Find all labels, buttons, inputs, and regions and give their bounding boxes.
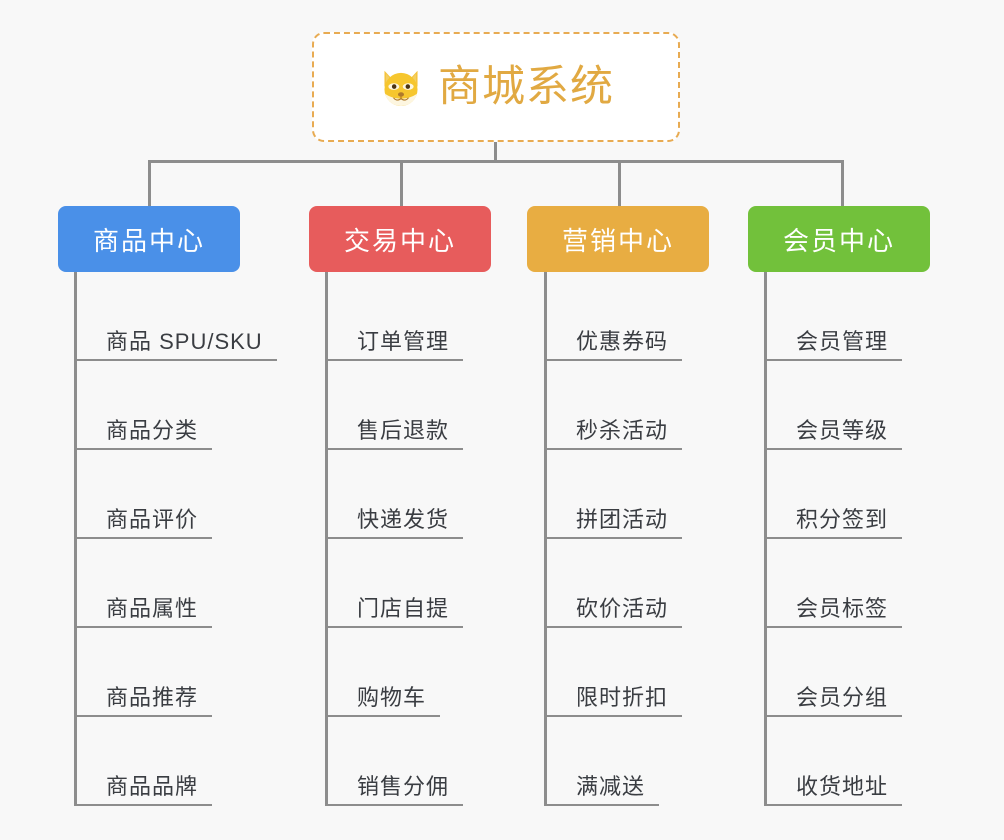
leaf-label: 满减送: [544, 773, 660, 806]
leaf-label: 销售分佣: [325, 773, 464, 806]
category-label: 商品中心: [92, 225, 205, 256]
root-node-shopping-mall-system[interactable]: 商城系统: [312, 32, 680, 142]
connector-drop-2: [400, 160, 403, 207]
branch-column-product-center: 商品 SPU/SKU 商品分类 商品评价 商品属性 商品推荐 商品品牌: [74, 272, 277, 806]
branch-trunk: [544, 272, 547, 806]
leaf-item[interactable]: 购物车: [325, 628, 463, 717]
leaf-item[interactable]: 订单管理: [325, 272, 464, 361]
leaf-label: 商品评价: [74, 506, 213, 539]
leaf-label: 门店自提: [325, 595, 464, 628]
category-label: 营销中心: [561, 225, 674, 256]
leaf-label: 会员标签: [764, 595, 903, 628]
category-node-trade-center[interactable]: 交易中心: [309, 206, 491, 272]
leaf-item[interactable]: 满减送: [544, 717, 682, 806]
leaf-item[interactable]: 门店自提: [325, 539, 464, 628]
branch-column-member-center: 会员管理 会员等级 积分签到 会员标签 会员分组 收货地址: [764, 272, 903, 806]
leaf-item[interactable]: 会员分组: [764, 628, 903, 717]
category-label: 交易中心: [343, 225, 456, 256]
category-label: 会员中心: [782, 225, 895, 256]
connector-root-stem: [494, 142, 497, 162]
leaf-item[interactable]: 销售分佣: [325, 717, 464, 806]
leaf-item[interactable]: 收货地址: [764, 717, 903, 806]
leaf-item[interactable]: 秒杀活动: [544, 361, 683, 450]
connector-drop-1: [148, 160, 151, 207]
leaf-item[interactable]: 砍价活动: [544, 539, 683, 628]
leaf-item[interactable]: 优惠券码: [544, 272, 683, 361]
leaf-item[interactable]: 商品分类: [74, 361, 277, 450]
branch-trunk: [74, 272, 77, 806]
leaf-item[interactable]: 售后退款: [325, 361, 464, 450]
leaf-item[interactable]: 商品评价: [74, 450, 277, 539]
branch-trunk: [325, 272, 328, 806]
category-node-marketing-center[interactable]: 营销中心: [527, 206, 709, 272]
category-node-member-center[interactable]: 会员中心: [748, 206, 930, 272]
leaf-label: 会员等级: [764, 417, 903, 450]
leaf-label: 拼团活动: [544, 506, 683, 539]
connector-drop-3: [618, 160, 621, 207]
leaf-item[interactable]: 拼团活动: [544, 450, 683, 539]
branch-trunk: [764, 272, 767, 806]
leaf-label: 商品品牌: [74, 773, 213, 806]
leaf-label: 积分签到: [764, 506, 903, 539]
leaf-label: 商品 SPU/SKU: [74, 328, 277, 361]
leaf-label: 购物车: [325, 684, 441, 717]
branch-column-trade-center: 订单管理 售后退款 快递发货 门店自提 购物车 销售分佣: [325, 272, 464, 806]
leaf-item[interactable]: 商品 SPU/SKU: [74, 272, 277, 361]
leaf-label: 会员分组: [764, 684, 903, 717]
leaf-label: 商品属性: [74, 595, 213, 628]
leaf-item[interactable]: 限时折扣: [544, 628, 683, 717]
category-node-product-center[interactable]: 商品中心: [58, 206, 240, 272]
leaf-item[interactable]: 商品属性: [74, 539, 277, 628]
connector-drop-4: [841, 160, 844, 207]
leaf-label: 砍价活动: [544, 595, 683, 628]
leaf-item[interactable]: 商品品牌: [74, 717, 277, 806]
connector-horizontal-bus: [148, 160, 844, 163]
leaf-label: 收货地址: [764, 773, 903, 806]
leaf-label: 优惠券码: [544, 328, 683, 361]
leaf-item[interactable]: 会员等级: [764, 361, 903, 450]
leaf-label: 商品推荐: [74, 684, 213, 717]
leaf-label: 商品分类: [74, 417, 213, 450]
root-node-label: 商城系统: [438, 62, 614, 111]
leaf-item[interactable]: 快递发货: [325, 450, 464, 539]
leaf-label: 会员管理: [764, 328, 903, 361]
leaf-label: 限时折扣: [544, 684, 683, 717]
leaf-item[interactable]: 商品推荐: [74, 628, 277, 717]
shiba-dog-face-icon: [384, 70, 418, 106]
leaf-item[interactable]: 会员管理: [764, 272, 903, 361]
leaf-label: 订单管理: [325, 328, 464, 361]
leaf-label: 快递发货: [325, 506, 464, 539]
leaf-item[interactable]: 积分签到: [764, 450, 903, 539]
leaf-label: 售后退款: [325, 417, 464, 450]
branch-column-marketing-center: 优惠券码 秒杀活动 拼团活动 砍价活动 限时折扣 满减送: [544, 272, 683, 806]
leaf-label: 秒杀活动: [544, 417, 683, 450]
leaf-item[interactable]: 会员标签: [764, 539, 903, 628]
